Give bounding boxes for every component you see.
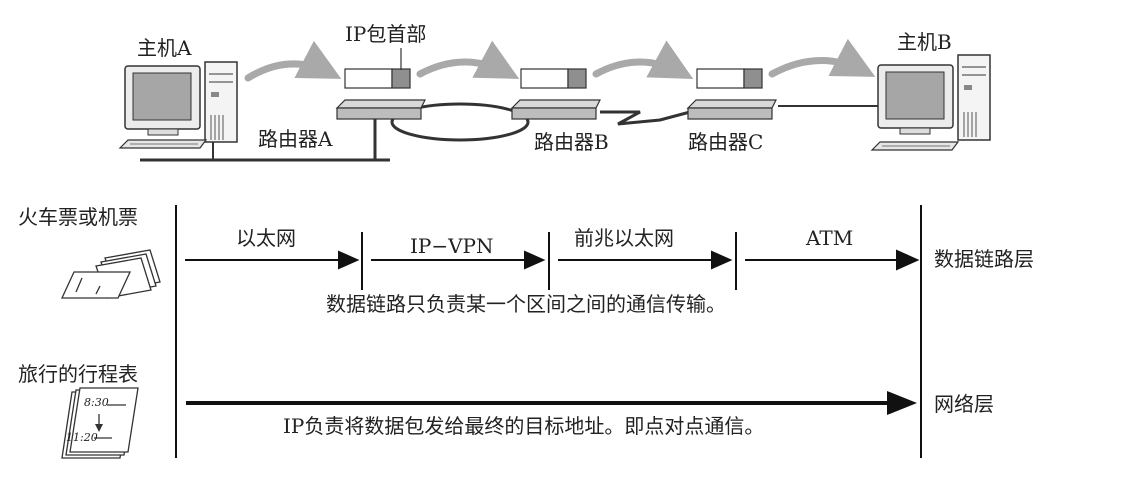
tickets-label: 火车票或机票	[18, 205, 138, 229]
ticket-icon	[60, 249, 161, 299]
data-link-caption: 数据链路只负责某一个区间之间的通信传输。	[326, 292, 726, 316]
itinerary-time-end: 11:20	[66, 431, 98, 444]
host-a-computer-icon	[118, 61, 238, 149]
itinerary-icon	[61, 387, 139, 459]
router-b-label: 路由器B	[534, 130, 609, 154]
itinerary-label: 旅行的行程表	[18, 362, 138, 386]
router-b-c-link	[600, 110, 691, 126]
packet-flow-arrows	[244, 38, 876, 82]
ip-header-label: IP包首部	[345, 22, 427, 46]
segment-label-ethernet: 以太网	[236, 226, 296, 250]
network-caption: IP负责将数据包发给最终的目标地址。即点对点通信。	[283, 414, 765, 438]
segment-label-ip-vpn: IP−VPN	[410, 234, 494, 258]
packet-2-icon	[520, 68, 587, 89]
network-layer-label: 网络层	[934, 392, 994, 416]
itinerary-time-start: 8:30	[84, 396, 109, 409]
packet-1-icon	[344, 68, 411, 89]
packet-3-icon	[696, 68, 763, 89]
segment-label-atm: ATM	[806, 226, 854, 250]
router-a-b-link	[390, 102, 530, 142]
data-link-arrows	[185, 249, 920, 271]
router-c-label: 路由器C	[688, 130, 764, 154]
router-c-icon	[686, 99, 777, 120]
host-b-label: 主机B	[897, 30, 952, 54]
segment-label-gigabit-ethernet: 前兆以太网	[574, 226, 674, 250]
data-link-layer-label: 数据链路层	[934, 247, 1034, 271]
router-a-label: 路由器A	[258, 127, 333, 151]
network-arrow	[186, 391, 917, 415]
router-b-icon	[510, 99, 601, 120]
router-a-icon	[335, 99, 426, 120]
host-b-computer-icon	[870, 54, 991, 151]
host-a-label: 主机A	[137, 36, 192, 60]
